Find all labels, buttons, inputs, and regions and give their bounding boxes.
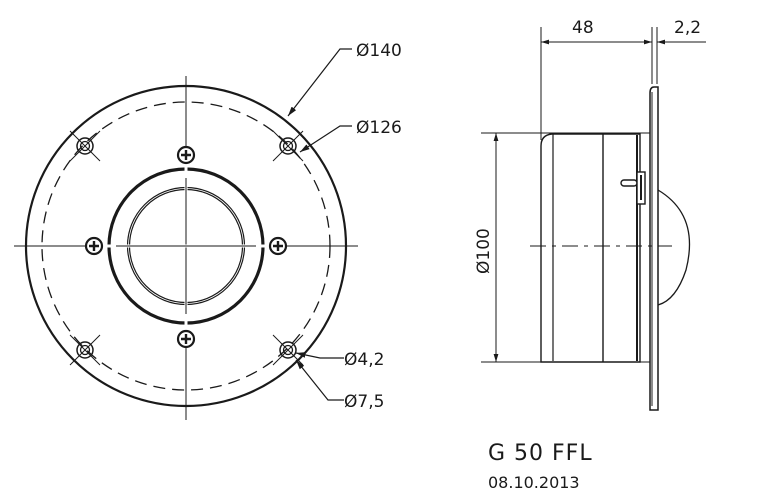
outer-flange-circle: [24, 84, 348, 408]
bolt-circle: [41, 101, 331, 391]
front-flange: [649, 86, 659, 411]
terminal-icon: [620, 171, 646, 205]
screw-icon: [176, 145, 196, 165]
screw-icon: [176, 329, 196, 349]
drawing-date: 08.10.2013: [488, 473, 580, 492]
body-diameter-label: Ø100: [474, 228, 494, 274]
front-view: [14, 48, 358, 420]
leader-outer-diameter: [287, 48, 352, 117]
mounting-hole: [69, 130, 101, 162]
leader-bolt-circle: [299, 125, 352, 153]
mounting-hole: [272, 130, 304, 162]
depth-label: 48: [572, 18, 594, 38]
screw-icon: [84, 236, 104, 256]
side-view: [481, 27, 706, 411]
hole-diameter-label: Ø4,2: [344, 350, 384, 370]
model-name: G 50 FFL: [488, 441, 593, 466]
outer-diameter-label: Ø140: [356, 41, 402, 61]
flange-thickness-label: 2,2: [674, 18, 701, 38]
leader-countersink: [295, 359, 344, 401]
mounting-hole: [69, 334, 101, 366]
countersink-label: Ø7,5: [344, 392, 384, 412]
bolt-circle-label: Ø126: [356, 118, 402, 138]
mounting-hole: [272, 334, 304, 366]
magnet-housing: [540, 133, 641, 363]
dome-profile: [657, 189, 691, 306]
screw-icon: [268, 236, 288, 256]
leader-hole-diameter: [295, 352, 344, 359]
